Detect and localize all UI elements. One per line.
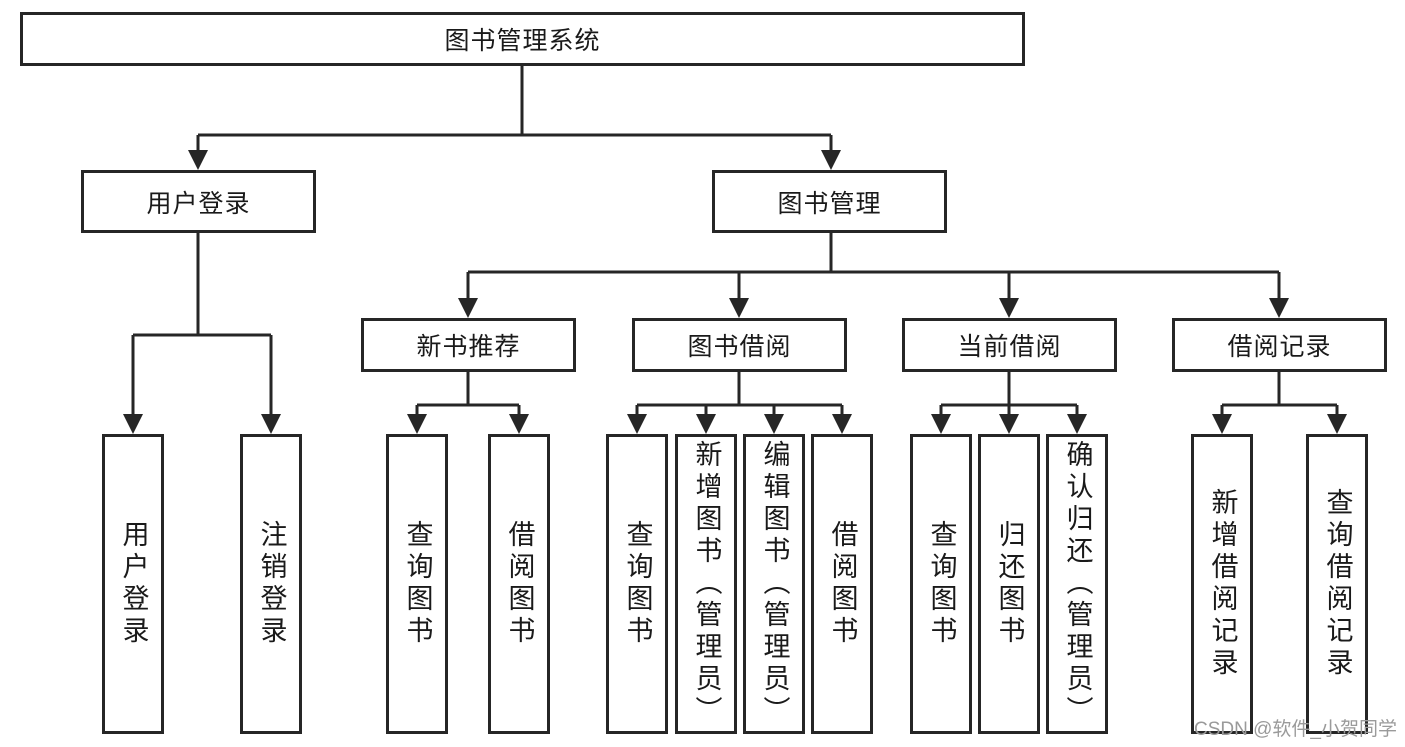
node-label: 查询图书: [926, 520, 957, 648]
node-label: 借阅图书: [504, 520, 535, 648]
node-label: 查询图书: [622, 520, 653, 648]
arrow-current-borrow: [999, 298, 1019, 318]
node-label: 新增图书（管理员）: [691, 440, 722, 728]
leaf-bb-edit-book[interactable]: 编辑图书（管理员）: [743, 434, 805, 734]
arrow-nb-leaf-2: [509, 414, 529, 434]
node-label: 查询借阅记录: [1322, 488, 1353, 680]
arrow-leaf-user-login: [123, 414, 143, 434]
arrow-new-book-recommend: [458, 298, 478, 318]
arrow-cb-leaf-3: [1067, 414, 1087, 434]
watermark: CSDN @软件_小贺同学: [1194, 719, 1397, 740]
arrow-nb-leaf-1: [407, 414, 427, 434]
node-label: 图书管理: [777, 189, 882, 218]
arrow-cb-leaf-2: [999, 414, 1019, 434]
arrow-br-leaf-2: [1327, 414, 1347, 434]
leaf-bb-query-book[interactable]: 查询图书: [606, 434, 668, 734]
node-new-book-recommend[interactable]: 新书推荐: [361, 318, 576, 372]
leaf-nb-borrow-book[interactable]: 借阅图书: [488, 434, 550, 734]
arrow-bb-leaf-3: [764, 414, 784, 434]
arrow-book-manage: [821, 150, 841, 170]
node-label: 用户登录: [118, 520, 149, 648]
leaf-br-query-record[interactable]: 查询借阅记录: [1306, 434, 1368, 734]
node-label: 借阅图书: [827, 520, 858, 648]
leaf-bb-add-book[interactable]: 新增图书（管理员）: [675, 434, 737, 734]
arrow-user-login: [188, 150, 208, 170]
node-label: 归还图书: [994, 520, 1025, 648]
node-label: 编辑图书（管理员）: [759, 440, 790, 728]
leaf-user-login[interactable]: 用户登录: [102, 434, 164, 734]
node-user-login[interactable]: 用户登录: [81, 170, 316, 233]
node-book-management[interactable]: 图书管理: [712, 170, 947, 233]
node-borrow-record[interactable]: 借阅记录: [1172, 318, 1387, 372]
arrow-bb-leaf-1: [627, 414, 647, 434]
node-label: 用户登录: [146, 189, 251, 218]
arrow-book-borrow: [729, 298, 749, 318]
arrow-bb-leaf-4: [832, 414, 852, 434]
leaf-cb-query-book[interactable]: 查询图书: [910, 434, 972, 734]
node-label: 图书管理系统: [444, 27, 601, 55]
node-label: 新书推荐: [416, 333, 521, 361]
node-label: 确认归还（管理员）: [1062, 440, 1093, 728]
leaf-br-add-record[interactable]: 新增借阅记录: [1191, 434, 1253, 734]
arrow-borrow-record: [1269, 298, 1289, 318]
leaf-logout[interactable]: 注销登录: [240, 434, 302, 734]
leaf-cb-return-book[interactable]: 归还图书: [978, 434, 1040, 734]
leaf-cb-confirm-return[interactable]: 确认归还（管理员）: [1046, 434, 1108, 734]
node-book-borrow[interactable]: 图书借阅: [632, 318, 847, 372]
node-label: 借阅记录: [1227, 333, 1332, 361]
node-root-system[interactable]: 图书管理系统: [20, 12, 1025, 66]
node-label: 新增借阅记录: [1207, 488, 1238, 680]
arrow-leaf-logout: [261, 414, 281, 434]
arrow-br-leaf-1: [1212, 414, 1232, 434]
node-label: 图书借阅: [687, 333, 792, 361]
node-label: 查询图书: [402, 520, 433, 648]
arrow-bb-leaf-2: [696, 414, 716, 434]
leaf-nb-query-book[interactable]: 查询图书: [386, 434, 448, 734]
leaf-bb-borrow-book[interactable]: 借阅图书: [811, 434, 873, 734]
node-current-borrow[interactable]: 当前借阅: [902, 318, 1117, 372]
node-label: 当前借阅: [957, 333, 1062, 361]
arrow-cb-leaf-1: [931, 414, 951, 434]
node-label: 注销登录: [256, 520, 287, 648]
